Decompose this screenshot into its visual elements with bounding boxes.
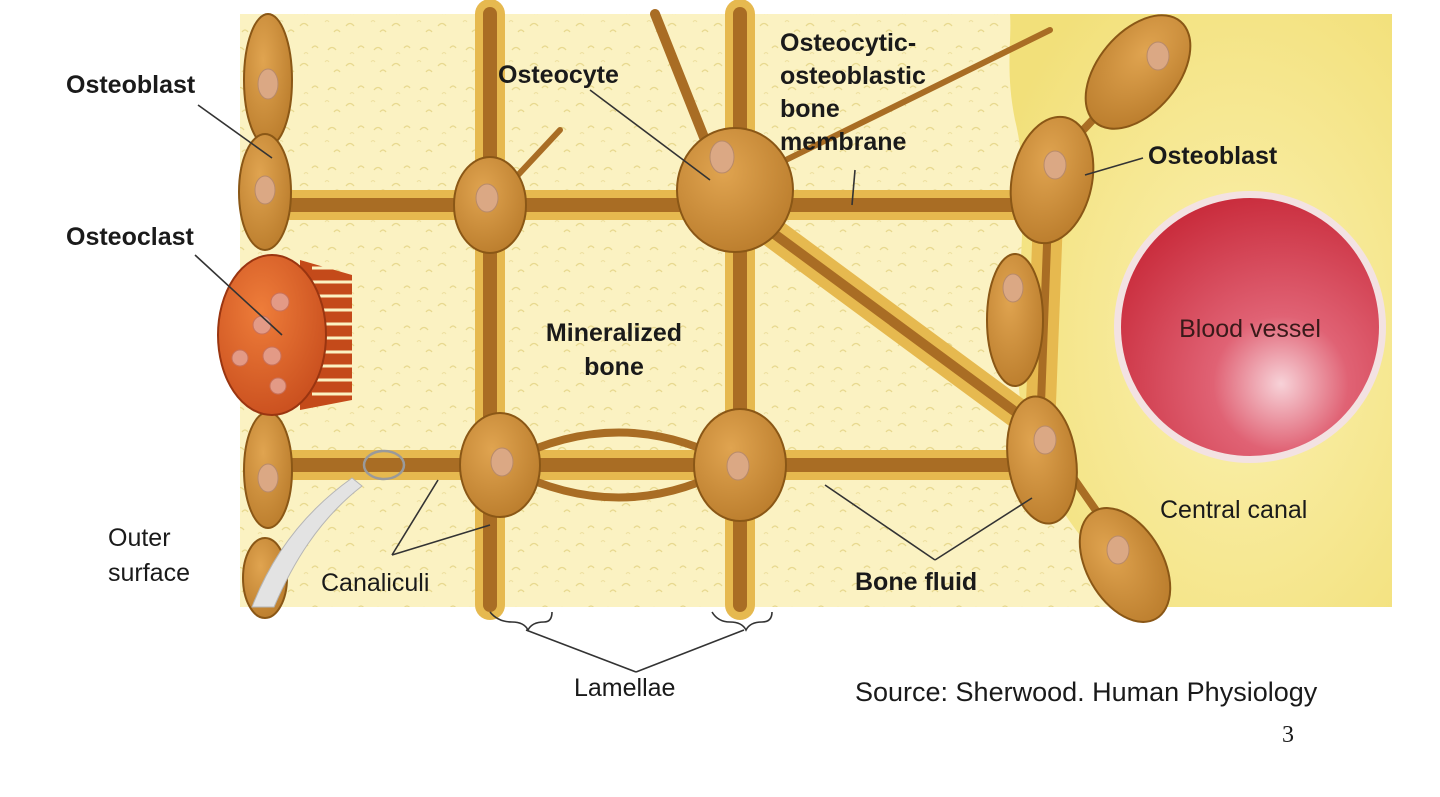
label-osteoblast-right: Osteoblast (1148, 142, 1278, 170)
label-bone-fluid: Bone fluid (855, 568, 978, 596)
leader-lines (194, 89, 1144, 673)
label-osteocyte: Osteocyte (498, 61, 619, 89)
label-osteoclast: Osteoclast (66, 223, 194, 251)
label-outer-surface-line2: surface (108, 559, 190, 587)
label-mineralized-bone-line1: Mineralized (545, 319, 683, 347)
cell-nuclei (254, 41, 1170, 565)
label-membrane-line1: Osteocytic- (780, 29, 917, 57)
label-osteoblast-left: Osteoblast (66, 71, 196, 99)
canaliculus-callout-ring (362, 449, 406, 481)
outer-surface-strip (251, 477, 363, 608)
source-citation: Source: Sherwood. Human Physiology (855, 677, 1318, 707)
label-mineralized-bone-line2: bone (584, 353, 644, 381)
label-membrane-line3: bone (780, 95, 840, 123)
label-lamellae: Lamellae (574, 674, 676, 702)
label-canaliculi: Canaliculi (321, 569, 430, 597)
label-membrane-line4: membrane (780, 128, 907, 156)
page-number: 3 (1282, 722, 1294, 748)
label-membrane-line2: osteoblastic (780, 62, 926, 90)
label-outer-surface-line1: Outer (108, 524, 171, 552)
label-blood-vessel: Blood vessel (1179, 315, 1321, 343)
lining-osteoblasts-right (986, 14, 1192, 623)
label-central-canal: Central canal (1160, 496, 1308, 524)
osteoclast-cell (217, 254, 362, 416)
blood-vessel (1121, 198, 1379, 456)
